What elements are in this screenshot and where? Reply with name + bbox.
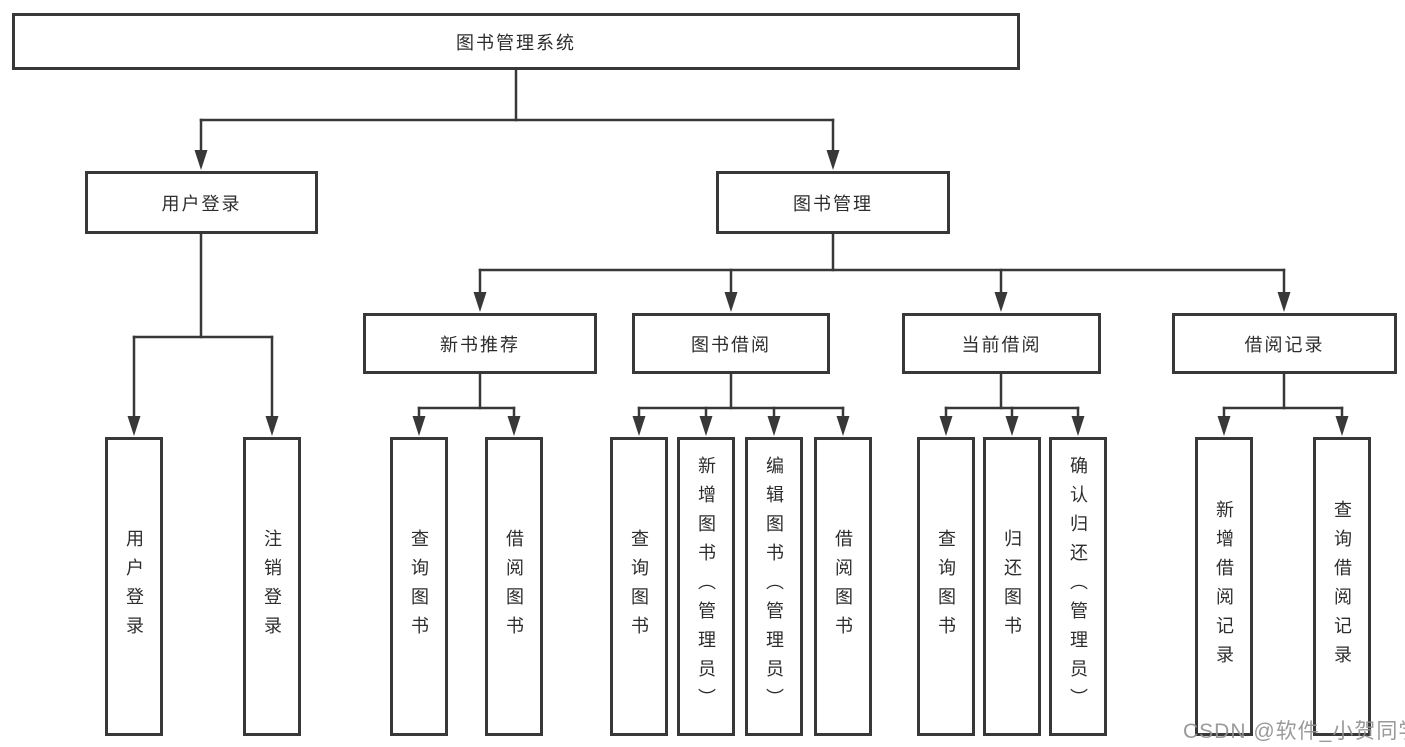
leaf-query-books-borrowing: 查询图书 (610, 437, 668, 736)
node-book-management: 图书管理 (716, 171, 950, 234)
leaf-label: 新增借阅记录 (1214, 499, 1234, 674)
node-current-borrowing: 当前借阅 (902, 313, 1101, 374)
leaf-confirm-return-admin: 确认归还（管理员） (1049, 437, 1107, 736)
leaf-return-books: 归还图书 (983, 437, 1041, 736)
leaf-label: 用户登录 (124, 528, 144, 645)
leaf-label: 查询图书 (409, 528, 429, 645)
leaf-label: 查询借阅记录 (1332, 499, 1352, 674)
leaf-add-books-admin: 新增图书（管理员） (677, 437, 735, 736)
leaf-label: 查询图书 (629, 528, 649, 645)
leaf-borrow-books: 借阅图书 (814, 437, 872, 736)
leaf-borrow-books-recommend: 借阅图书 (485, 437, 543, 736)
leaf-label: 借阅图书 (833, 528, 853, 645)
leaf-label: 借阅图书 (504, 528, 524, 645)
node-book-borrowing: 图书借阅 (632, 313, 830, 374)
leaf-add-borrow-record: 新增借阅记录 (1195, 437, 1253, 736)
arrowheads (127, 150, 1349, 436)
node-user-login: 用户登录 (85, 171, 318, 234)
node-borrowing-records: 借阅记录 (1172, 313, 1397, 374)
leaf-label: 新增图书（管理员） (696, 456, 716, 717)
leaf-user-login: 用户登录 (105, 437, 163, 736)
leaf-query-borrow-record: 查询借阅记录 (1313, 437, 1371, 736)
node-library-management-system: 图书管理系统 (12, 13, 1020, 70)
leaf-label: 查询图书 (936, 528, 956, 645)
leaf-label: 注销登录 (262, 528, 282, 645)
csdn-watermark: CSDN @软件_小贺同学 (1183, 720, 1405, 743)
leaf-query-books-current: 查询图书 (917, 437, 975, 736)
leaf-label: 编辑图书（管理员） (764, 456, 784, 717)
leaf-label: 确认归还（管理员） (1068, 456, 1088, 717)
leaf-label: 归还图书 (1002, 528, 1022, 645)
leaf-edit-books-admin: 编辑图书（管理员） (745, 437, 803, 736)
leaf-logout: 注销登录 (243, 437, 301, 736)
leaf-query-books-recommend: 查询图书 (390, 437, 448, 736)
node-new-book-recommendation: 新书推荐 (363, 313, 597, 374)
